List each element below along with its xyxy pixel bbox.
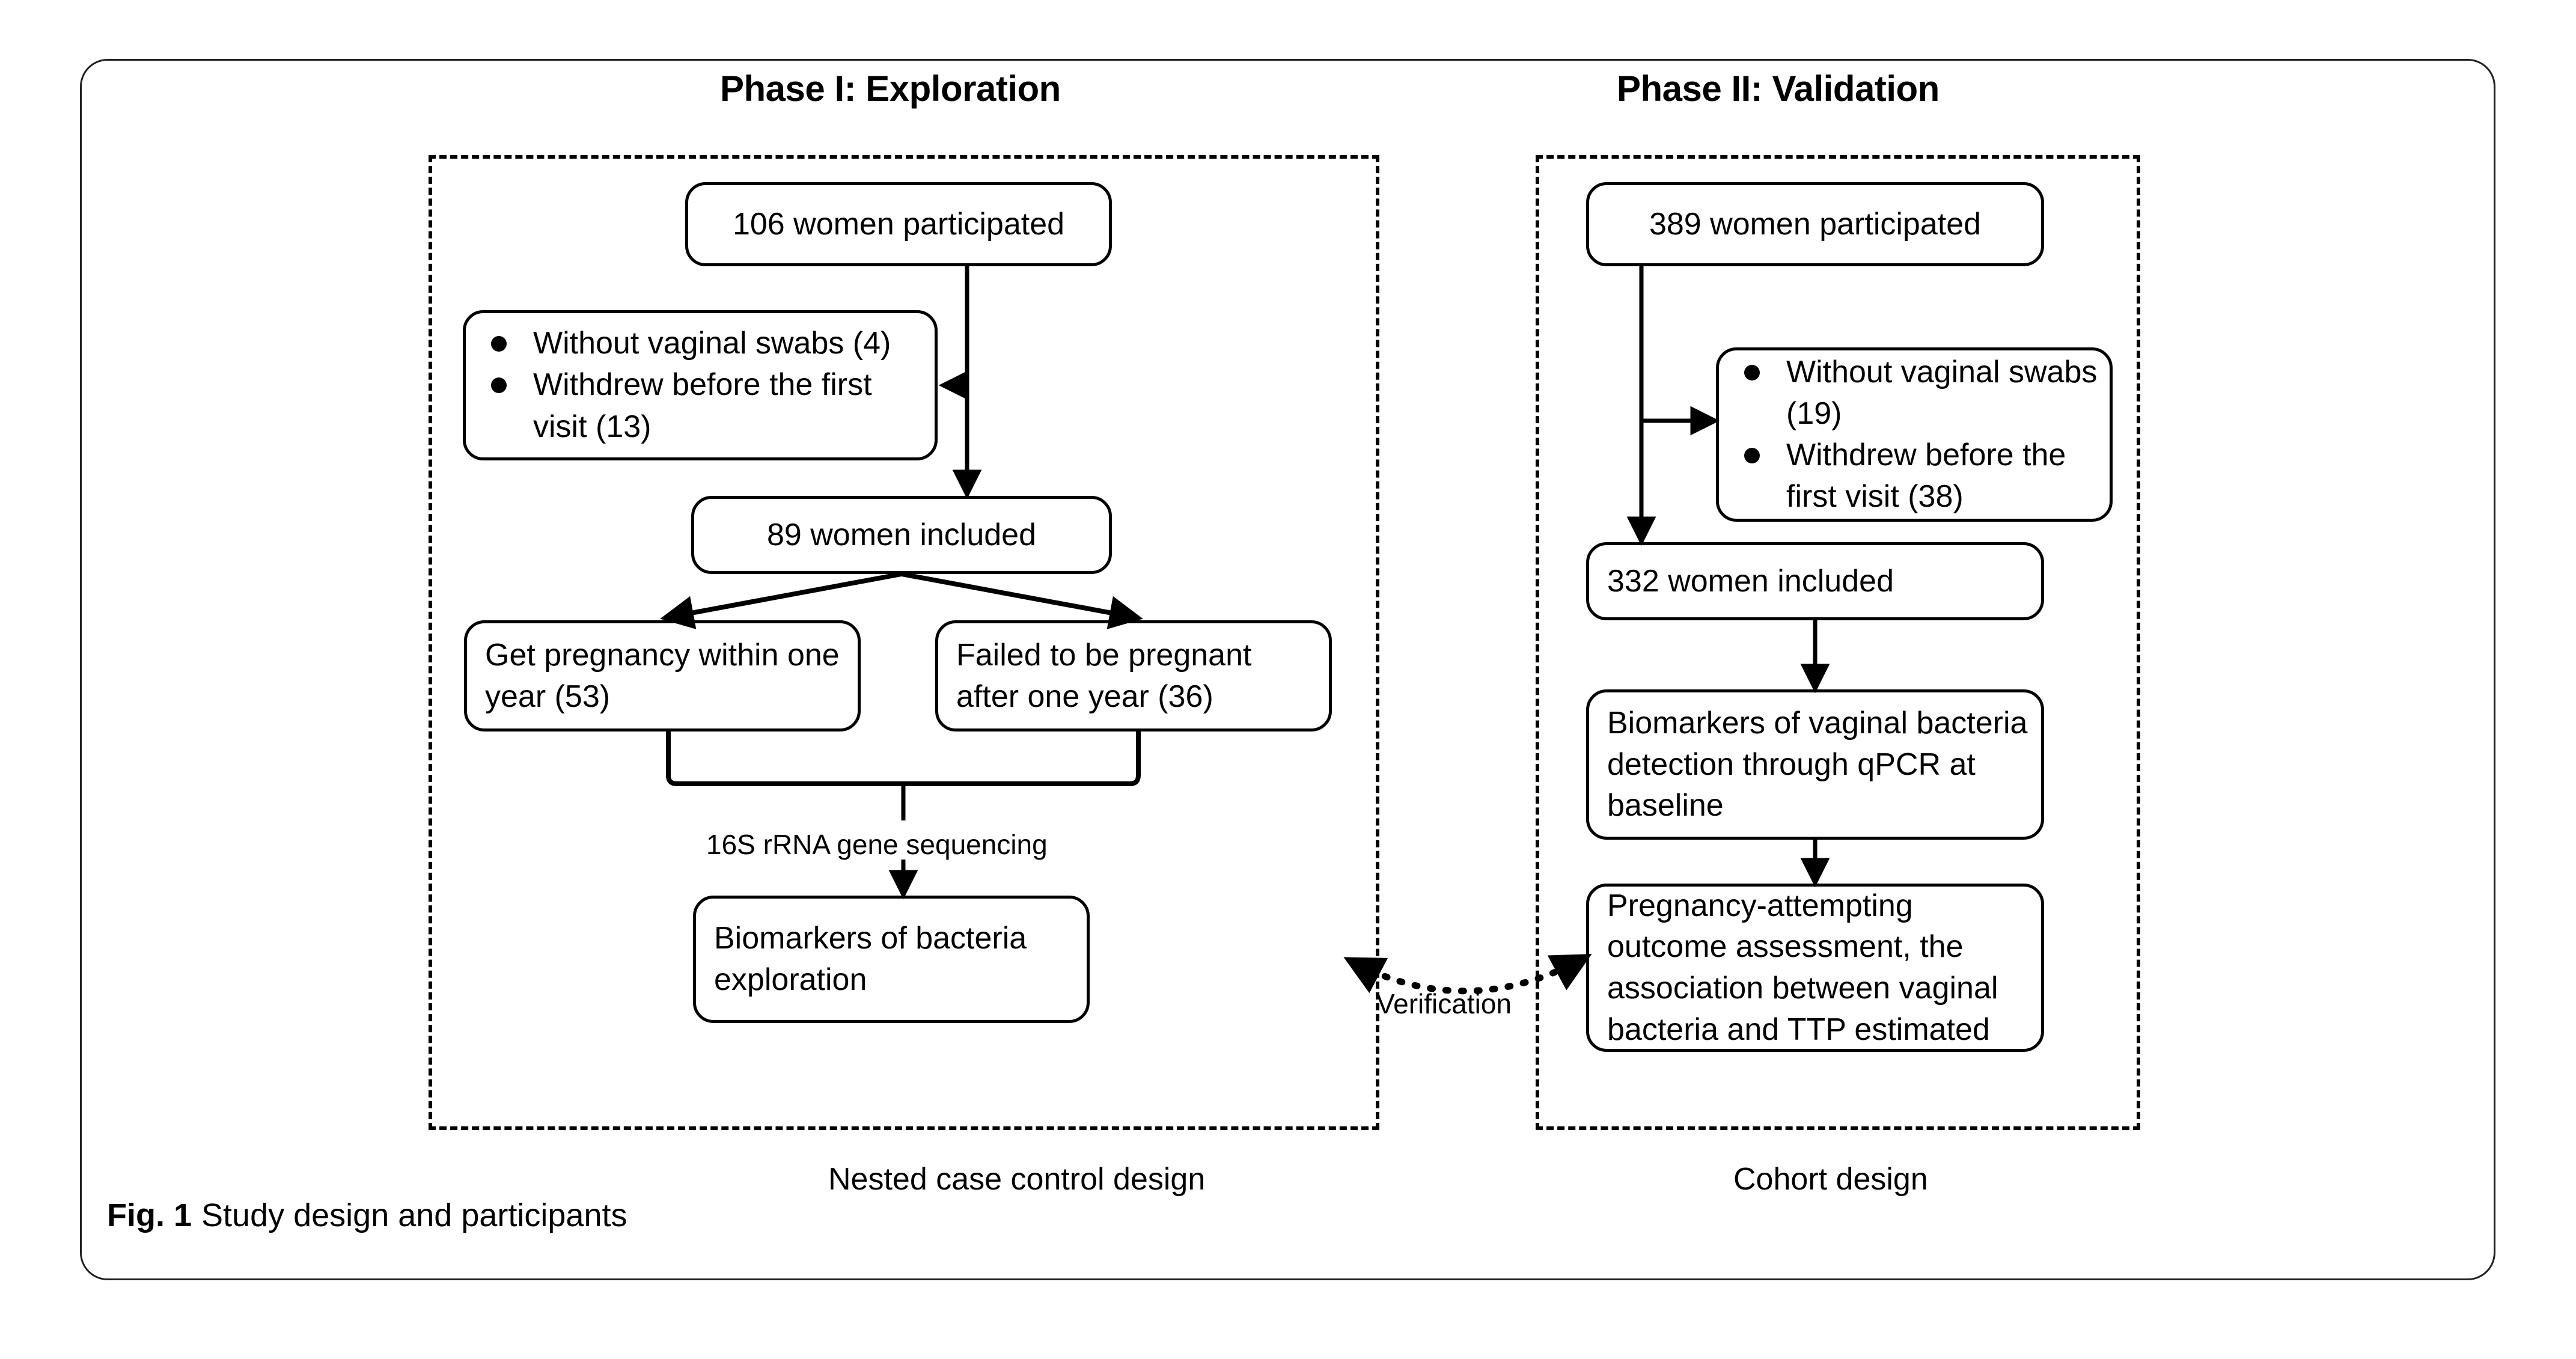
node-phase1-included-text: 89 women included xyxy=(766,517,1037,552)
list-item: Withdrew before the first visit (38) xyxy=(1741,435,2099,518)
phase-ii-container xyxy=(1536,155,2140,1130)
phase-ii-title: Phase II: Validation xyxy=(1617,69,1940,109)
phase-i-container xyxy=(429,155,1379,1130)
node-phase2-included: 332 women included xyxy=(1586,542,2044,620)
node-phase2-detection-text: Biomarkers of vaginal bacteria detection… xyxy=(1607,706,2028,823)
node-phase1-participated-text: 106 women participated xyxy=(732,206,1065,242)
cross-link-label: Verification xyxy=(1376,988,1512,1019)
list-item: Withdrew before the first visit (13) xyxy=(487,364,924,447)
node-phase2-assessment: Pregnancy-attempting outcome assessment,… xyxy=(1586,884,2044,1052)
node-phase1-control: Failed to be pregnant after one year (36… xyxy=(935,620,1332,731)
node-phase2-detection: Biomarkers of vaginal bacteria detection… xyxy=(1586,689,2044,840)
node-phase2-participated: 389 women participated xyxy=(1586,182,2044,266)
node-phase2-assessment-text: Pregnancy-attempting outcome assessment,… xyxy=(1607,888,1998,1047)
caption-text: Study design and participants xyxy=(201,1197,627,1233)
node-phase1-participated: 106 women participated xyxy=(685,182,1112,266)
edge-label-sequencing: 16S rRNA gene sequencing xyxy=(706,829,1048,860)
node-phase1-outcome: Biomarkers of bacteria exploration xyxy=(693,896,1090,1023)
phase1-exclusion-list: Without vaginal swabs (4) Withdrew befor… xyxy=(466,323,935,447)
phase-i-design-label: Nested case control design xyxy=(828,1162,1206,1197)
node-phase2-included-text: 332 women included xyxy=(1607,563,1894,599)
list-item: Without vaginal swabs (4) xyxy=(487,323,924,364)
node-phase1-case: Get pregnancy within one year (53) xyxy=(464,620,861,731)
node-phase1-outcome-text: Biomarkers of bacteria exploration xyxy=(714,921,1027,997)
phase2-exclusion-list: Without vaginal swabs (19) Withdrew befo… xyxy=(1719,352,2110,518)
phase-ii-design-label: Cohort design xyxy=(1733,1162,1928,1197)
phase-i-title: Phase I: Exploration xyxy=(720,69,1061,109)
node-phase1-included: 89 women included xyxy=(691,496,1112,574)
caption-label: Fig. 1 xyxy=(107,1197,192,1233)
list-item: Without vaginal swabs (19) xyxy=(1741,352,2099,435)
node-phase1-control-text: Failed to be pregnant after one year (36… xyxy=(956,637,1252,714)
node-phase1-excluded: Without vaginal swabs (4) Withdrew befor… xyxy=(463,310,938,460)
node-phase2-participated-text: 389 women participated xyxy=(1649,206,1982,242)
node-phase1-case-text: Get pregnancy within one year (53) xyxy=(485,637,840,714)
node-phase2-excluded: Without vaginal swabs (19) Withdrew befo… xyxy=(1716,347,2113,522)
